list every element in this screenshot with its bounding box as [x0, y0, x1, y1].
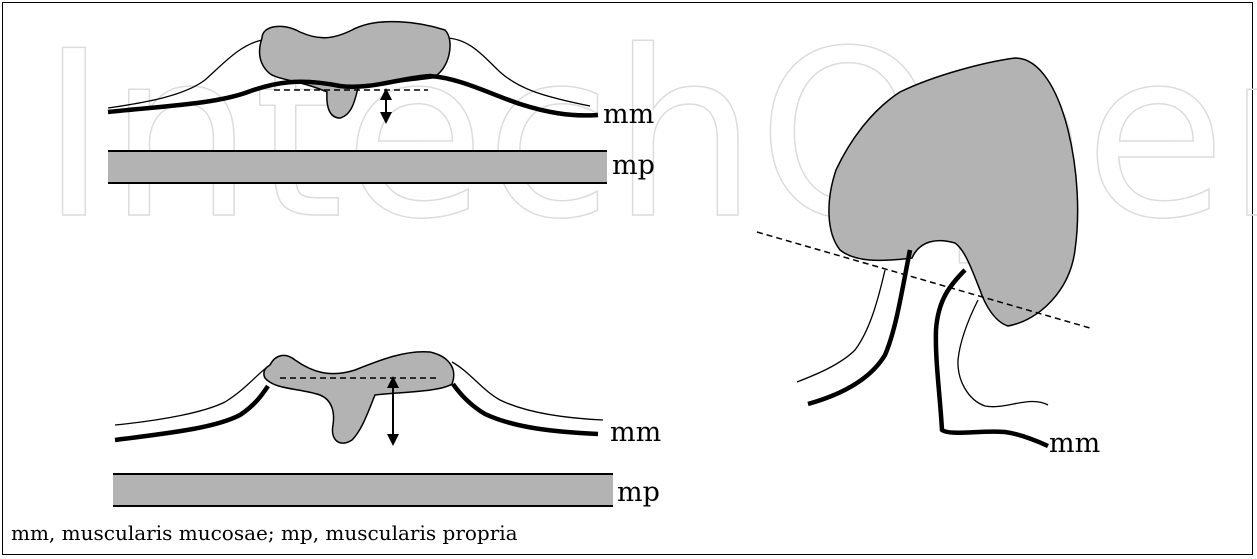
label-mm-bottom: mm	[610, 417, 661, 448]
label-mm-right: mm	[1049, 428, 1100, 459]
label-mp-top: mp	[612, 150, 655, 181]
panel-bottom-left: mm mp	[113, 352, 661, 508]
label-mm-top: mm	[603, 99, 654, 130]
label-mp-bottom: mp	[617, 477, 660, 508]
muscularis-propria-top	[108, 151, 607, 183]
muscularis-mucosae-stalk-left	[808, 250, 910, 404]
stalk-outline-left	[797, 270, 885, 382]
muscularis-propria-bottom	[113, 474, 613, 506]
tumor-bottom	[264, 352, 454, 443]
figure-caption: mm, muscularis mucosae; mp, muscularis p…	[11, 521, 518, 545]
